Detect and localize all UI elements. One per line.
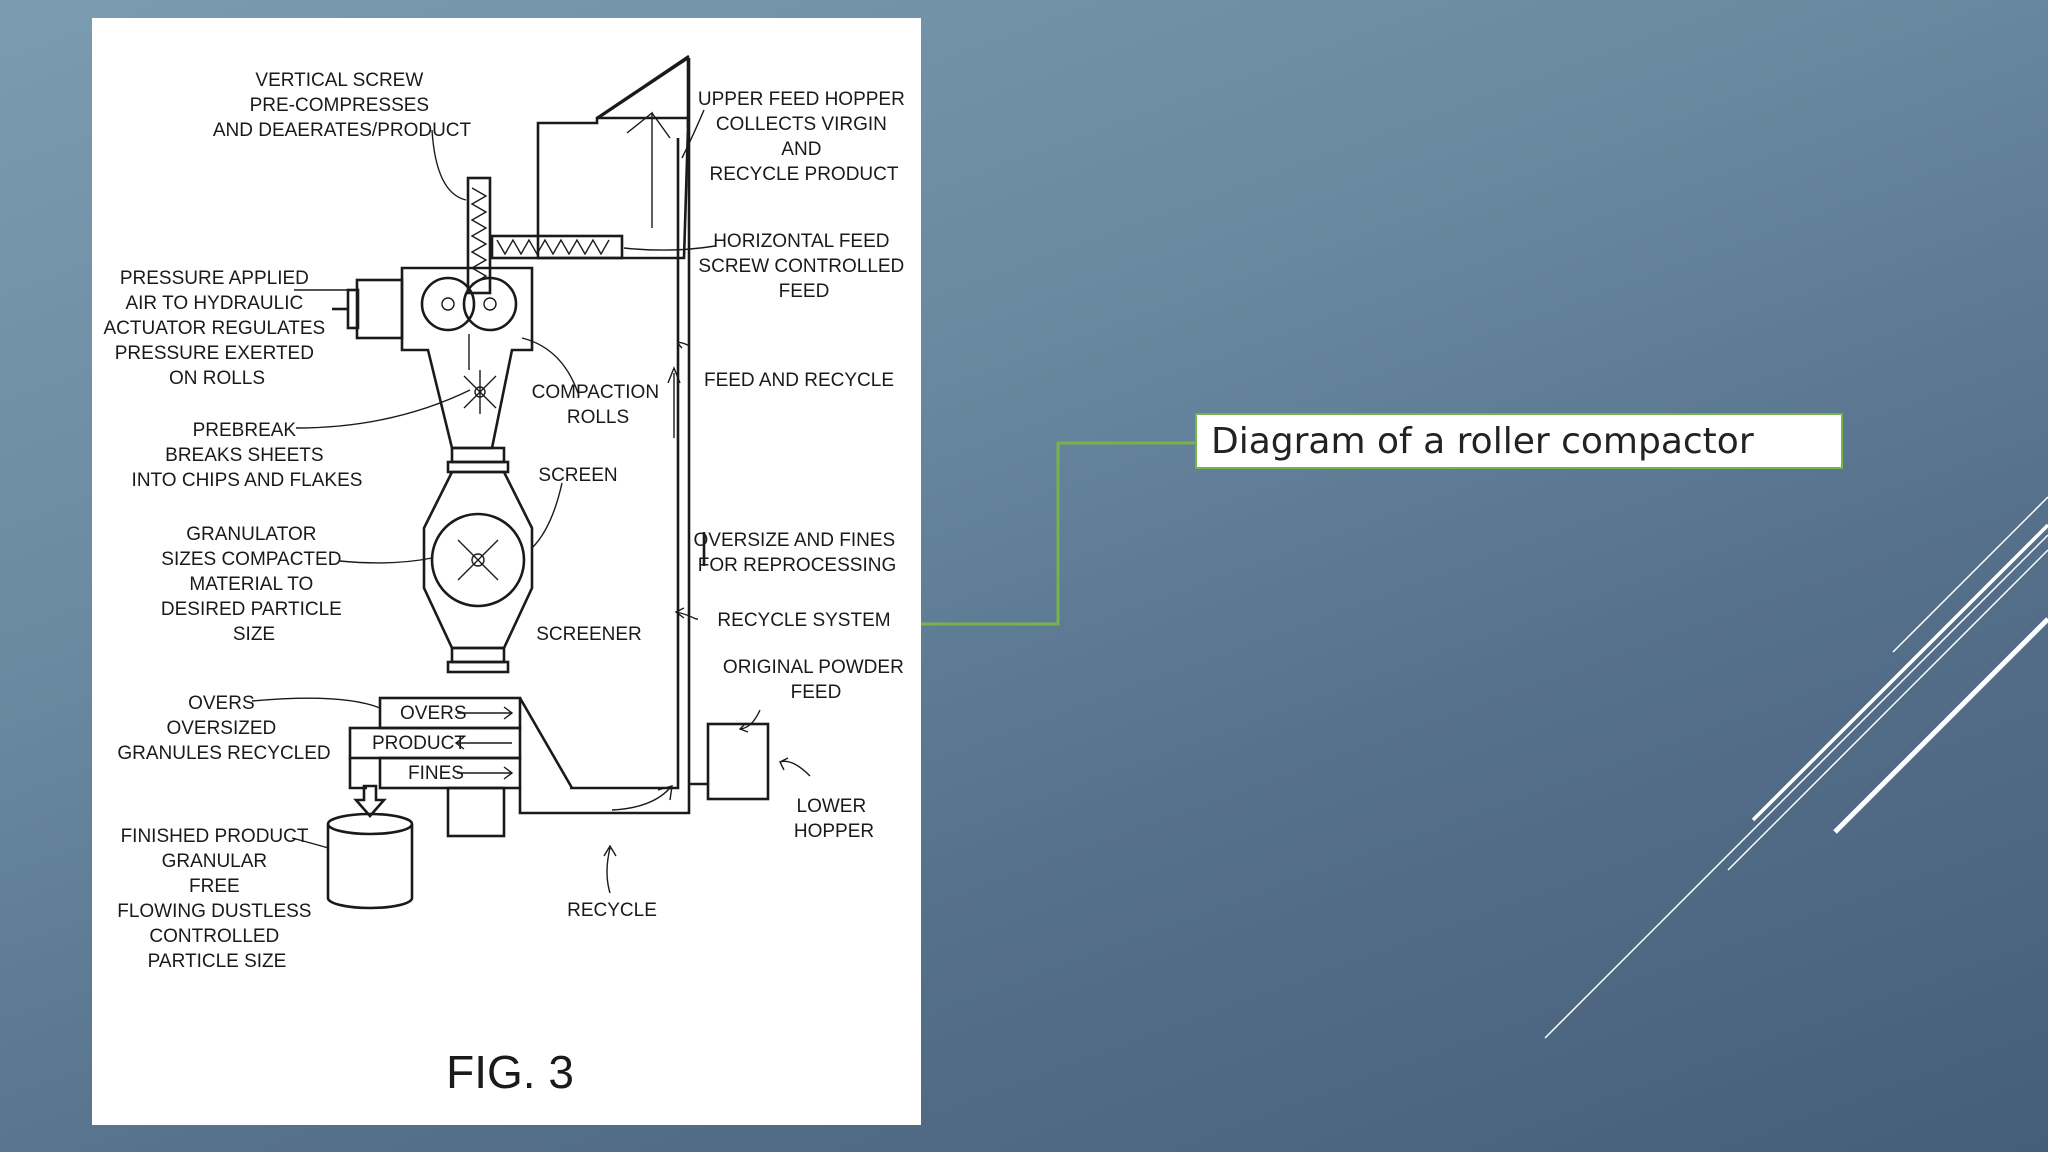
label-screen: SCREEN xyxy=(538,465,617,486)
lower-hopper xyxy=(706,722,770,801)
label-compaction-rolls: COMPACTION ROLLS xyxy=(532,382,665,428)
recycle-lower-duct xyxy=(518,697,599,815)
granulator-drum xyxy=(430,512,526,608)
roll-axle-right xyxy=(483,297,497,311)
caption-box: Diagram of a roller compactor xyxy=(1195,413,1843,469)
label-screener: SCREENER xyxy=(536,624,642,645)
compactor-body xyxy=(400,266,534,450)
horizontal-screw-housing xyxy=(490,234,624,260)
vertical-screw-housing xyxy=(466,176,492,295)
label-oversize-and-fines: OVERSIZE AND FINES FOR REPROCESSING xyxy=(694,530,901,576)
neck-coupling-upper xyxy=(446,446,510,474)
product-chute xyxy=(348,758,367,790)
hydraulic-actuator xyxy=(355,278,404,340)
caption-text: Diagram of a roller compactor xyxy=(1211,420,1754,462)
neck-coupling-lower xyxy=(446,646,510,674)
diagram-labels: VERTICAL SCREW PRE-COMPRESSES AND DEAERA… xyxy=(104,70,910,1098)
recycle-pipe-right-wall xyxy=(599,58,691,815)
prebreak-rotor xyxy=(463,370,497,414)
compaction-roll-left xyxy=(420,276,476,332)
fines-arrow xyxy=(457,766,514,780)
roller-compactor-diagram: VERTICAL SCREW PRE-COMPRESSES AND DEAERA… xyxy=(104,54,910,1098)
label-prebreak: PREBREAK BREAKS SHEETS INTO CHIPS AND FL… xyxy=(132,420,363,491)
label-upper-feed-hopper: UPPER FEED HOPPER COLLECTS VIRGIN AND RE… xyxy=(698,89,910,185)
vertical-screw xyxy=(470,187,488,285)
label-recycle: RECYCLE xyxy=(567,900,657,921)
recycle-pipe-left-wall xyxy=(570,138,680,790)
overs-arrow xyxy=(457,706,514,720)
label-fines-deck: FINES xyxy=(408,763,464,784)
hopper-arrow xyxy=(626,111,671,228)
roll-axle-left xyxy=(441,297,455,311)
recycle-flow-arrow xyxy=(611,785,673,811)
label-finished-product: FINISHED PRODUCT GRANULAR FREE FLOWING D… xyxy=(117,826,317,972)
figure-number: FIG. 3 xyxy=(446,1046,574,1098)
figure-panel: VERTICAL SCREW PRE-COMPRESSES AND DEAERA… xyxy=(92,18,921,1125)
label-feed-and-recycle: FEED AND RECYCLE xyxy=(704,370,894,391)
leader-lines xyxy=(251,109,811,894)
machine-drawing xyxy=(326,54,770,910)
product-down-arrow xyxy=(353,784,387,818)
label-lower-hopper: LOWER HOPPER xyxy=(794,796,874,842)
label-overs-description: OVERS OVERSIZED GRANULES RECYCLED xyxy=(117,693,330,764)
label-vertical-screw: VERTICAL SCREW PRE-COMPRESSES AND DEAERA… xyxy=(213,70,472,141)
label-granulator: GRANULATOR SIZES COMPACTED MATERIAL TO D… xyxy=(161,524,347,645)
feed-recycle-up-arrow xyxy=(667,366,681,438)
label-pressure-applied: PRESSURE APPLIED AIR TO HYDRAULIC ACTUAT… xyxy=(104,268,331,389)
product-arrow xyxy=(454,736,512,750)
upper-feed-hopper-shape xyxy=(536,116,690,260)
granulator-rotor xyxy=(457,539,499,581)
label-product-deck: PRODUCT xyxy=(372,733,466,754)
compaction-roll-right xyxy=(462,276,518,332)
finished-product-container xyxy=(326,812,414,910)
screener-base xyxy=(446,786,506,838)
label-original-powder-feed: ORIGINAL POWDER FEED xyxy=(723,657,909,703)
label-overs-deck: OVERS xyxy=(400,703,467,724)
label-horizontal-feed: HORIZONTAL FEED SCREW CONTROLLED FEED xyxy=(698,231,909,302)
label-recycle-system: RECYCLE SYSTEM xyxy=(717,610,890,631)
hopper-top-diagonal xyxy=(596,54,690,120)
horizontal-feed-screw xyxy=(496,238,610,256)
